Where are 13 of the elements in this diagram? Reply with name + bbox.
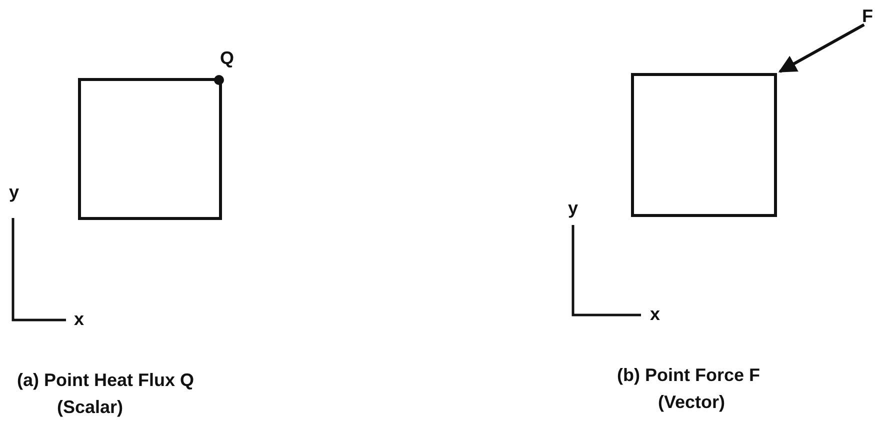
axis-label: x <box>74 309 84 329</box>
axis-label: y <box>568 198 578 218</box>
caption: (b) Point Force F <box>617 365 760 385</box>
axis-label: y <box>9 182 20 202</box>
point-label: Q <box>220 48 234 68</box>
caption: (Vector) <box>658 392 726 412</box>
square-body <box>631 73 777 217</box>
force-arrow <box>778 23 865 73</box>
square-body <box>78 78 222 220</box>
caption: (Scalar) <box>57 397 124 417</box>
force-label: F <box>862 6 873 26</box>
caption: (a) Point Heat Flux Q <box>17 370 194 390</box>
axis-label: x <box>650 304 660 324</box>
